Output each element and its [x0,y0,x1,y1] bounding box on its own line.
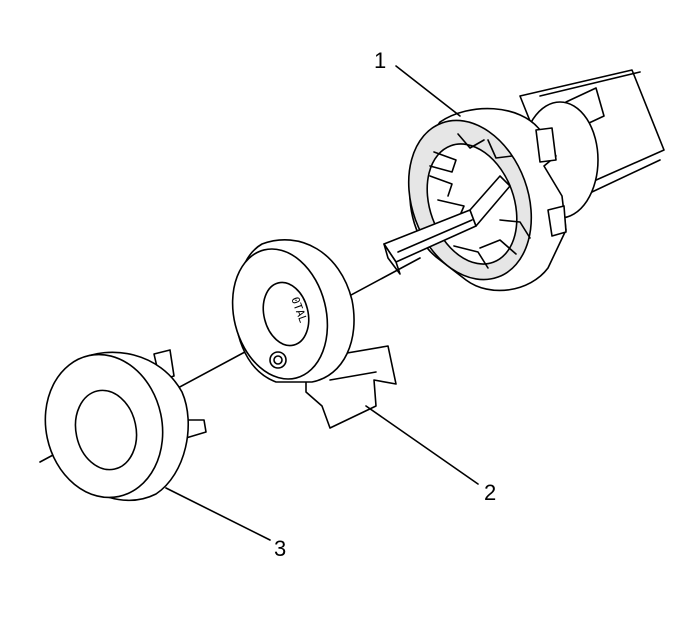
column-housing [383,69,665,292]
callout-3: 3 [274,536,286,561]
callout-1: 1 [374,48,386,73]
retaining-ring [44,349,207,502]
callout-2: 2 [484,480,496,505]
lock-sleeve: 0TAL [231,239,397,429]
leader-lines [165,65,479,541]
